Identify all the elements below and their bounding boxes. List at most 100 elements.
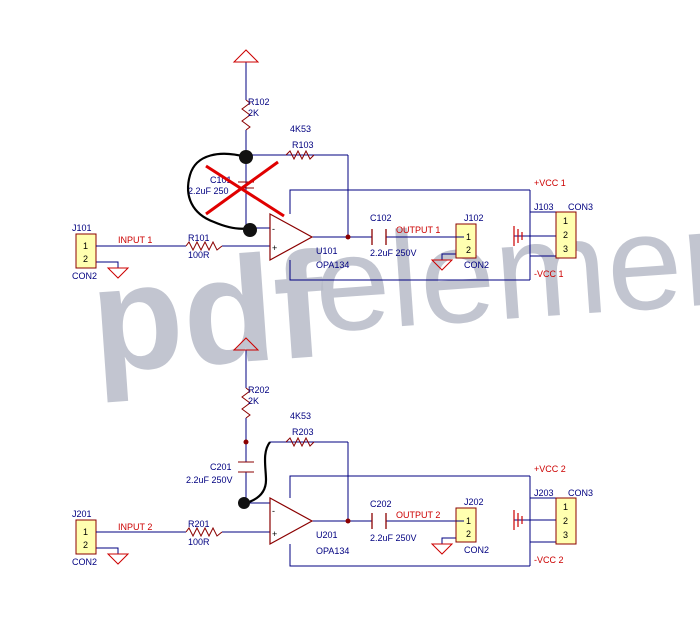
stage2-output-connector: 1 2: [455, 507, 477, 543]
stage2-input-conn-type: CON2: [72, 557, 97, 567]
stage1-r-top-ref: R102: [248, 97, 270, 107]
stage2-input-conn-ref: J201: [72, 509, 92, 519]
stage1-opamp-ref: U101: [316, 246, 338, 256]
stage2-r-fb-value: 4K53: [290, 411, 311, 421]
stage1-opamp-plus: +: [272, 243, 277, 253]
stage2-c-out-ref: C202: [370, 499, 392, 509]
stage1-ground-input: [106, 267, 130, 279]
watermark: I pdf elemer: [86, 182, 700, 404]
stage1-power-arrow: [232, 49, 260, 63]
stage2-opamp-ref: U201: [316, 530, 338, 540]
stage1-input-conn-ref: J101: [72, 223, 92, 233]
stage1-opamp-symbol: [269, 212, 314, 262]
stage1-power-pin-2: 2: [563, 230, 568, 240]
stage2-output-conn-type: CON2: [464, 545, 489, 555]
stage1-output-pin-2: 2: [466, 245, 471, 255]
stage1-cross-mark-icon: [205, 160, 285, 218]
stage-1: - + 1 2 1 2 1 2 3 R102 2K 4K53 R103 C101…: [72, 49, 593, 281]
stage-2: - + 1 2 1 2 1 2 3 R202 2K 4K53 R203 C201…: [72, 337, 593, 567]
stage2-r-in-ref: R201: [188, 519, 210, 529]
stage2-power-conn-ref: J203: [534, 488, 554, 498]
stage2-power-arrow: [232, 337, 260, 351]
stage2-r-in-value: 100R: [188, 537, 210, 547]
stage1-output-conn-ref: J102: [464, 213, 484, 223]
stage1-junction: [345, 234, 351, 240]
stage2-input-net: INPUT 2: [118, 522, 152, 532]
stage2-handdrawn-wire: [245, 441, 271, 505]
stage2-ground-input: [106, 553, 130, 565]
stage1-r-fb-symbol: [285, 149, 315, 161]
stage1-input-pin-2: 2: [83, 254, 88, 264]
stage1-power-conn-type: CON3: [568, 202, 593, 212]
stage2-input-connector: 1 2: [75, 519, 104, 555]
stage2-opamp-symbol: [269, 496, 314, 546]
stage2-junction: [345, 518, 351, 524]
stage1-c-out-symbol: [371, 229, 387, 245]
stage2-vcc-neg: -VCC 2: [534, 555, 564, 565]
stage2-power-pin-2: 2: [563, 516, 568, 526]
stage2-output-pin-1: 1: [466, 516, 471, 526]
stage2-opamp-minus: -: [272, 506, 275, 516]
stage1-opamp-minus: -: [272, 224, 275, 234]
stage2-c-in-ref: C201: [210, 462, 232, 472]
stage2-output-conn-ref: J202: [464, 497, 484, 507]
stage2-opamp-value: OPA134: [316, 546, 349, 556]
stage1-power-pin-3: 3: [563, 244, 568, 254]
stage1-r-top-value: 2K: [248, 108, 259, 118]
stage1-r-top-symbol: [241, 99, 251, 131]
stage1-wires: [96, 62, 556, 281]
stage1-c-out-value: 2.2uF 250V: [370, 248, 417, 258]
stage1-r-fb-ref: R103: [292, 140, 314, 150]
stage2-input-pin-2: 2: [83, 540, 88, 550]
stage1-output-pin-1: 1: [466, 232, 471, 242]
stage1-ground-output: [430, 259, 454, 271]
stage1-input-pin-1: 1: [83, 241, 88, 251]
stage1-input-conn-type: CON2: [72, 271, 97, 281]
stage1-vcc-pos: +VCC 1: [534, 178, 566, 188]
stage1-c-out-ref: C102: [370, 213, 392, 223]
stage2-input-pin-1: 1: [83, 527, 88, 537]
stage2-c-out-value: 2.2uF 250V: [370, 533, 417, 543]
stage2-vcc-pos: +VCC 2: [534, 464, 566, 474]
stage1-output-conn-type: CON2: [464, 260, 489, 270]
stage2-opamp-plus: +: [272, 529, 277, 539]
stage1-handdrawn-dot-bottom: [243, 223, 257, 237]
stage2-r-top-ref: R202: [248, 385, 270, 395]
stage2-output-pin-2: 2: [466, 529, 471, 539]
stage1-ground-power: [513, 226, 523, 246]
stage1-handdrawn-loop: [186, 152, 251, 230]
stage1-output-net: OUTPUT 1: [396, 225, 440, 235]
stage1-output-connector: 1 2: [455, 223, 477, 259]
watermark-pdf: pdf: [86, 220, 331, 404]
stage2-c-in-value: 2.2uF 250V: [186, 475, 233, 485]
stage1-c-in-ref: C101: [210, 175, 232, 185]
stage2-r-top-value: 2K: [248, 396, 259, 406]
stage2-power-pin-3: 3: [563, 530, 568, 540]
stage1-r-in-ref: R101: [188, 233, 210, 243]
stage1-r-fb-value: 4K53: [290, 124, 311, 134]
stage2-r-fb-ref: R203: [292, 427, 314, 437]
stage2-c-in-symbol: [238, 461, 254, 473]
stage2-c-out-symbol: [371, 513, 387, 529]
stage2-r-top-symbol: [241, 387, 251, 419]
stage1-power-connector: 1 2 3: [555, 211, 577, 259]
stage1-handdrawn-dot-top: [239, 150, 253, 164]
stage1-r-in-symbol: [185, 240, 223, 252]
stage2-ground-power: [513, 510, 523, 530]
stage1-r-in-value: 100R: [188, 250, 210, 260]
stage1-input-net: INPUT 1: [118, 235, 152, 245]
stage1-c-in-value: 2.2uF 250: [188, 186, 229, 196]
stage2-ground-output: [430, 543, 454, 555]
stage2-junction-top: [243, 439, 249, 445]
stage2-power-conn-type: CON3: [568, 488, 593, 498]
stage2-power-pin-1: 1: [563, 502, 568, 512]
stage2-handdrawn-dot: [238, 497, 250, 509]
stage2-output-net: OUTPUT 2: [396, 510, 440, 520]
stage1-opamp-value: OPA134: [316, 260, 349, 270]
watermark-element: elemer: [309, 182, 700, 361]
stage1-vcc-neg: -VCC 1: [534, 269, 564, 279]
stage1-power-pin-1: 1: [563, 216, 568, 226]
stage2-r-fb-symbol: [285, 436, 315, 448]
